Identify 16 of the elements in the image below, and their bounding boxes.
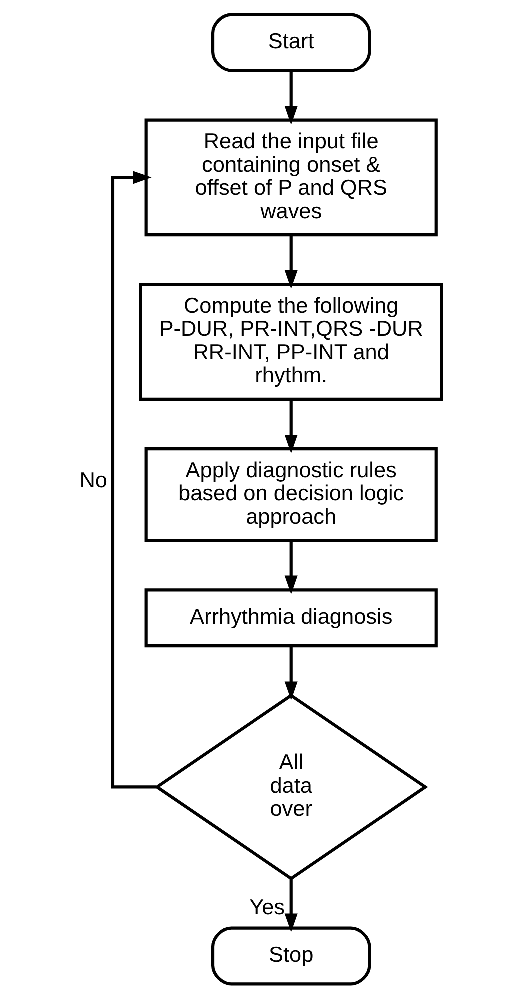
arrow [284,70,298,125]
edge-label: Yes [250,894,286,920]
node-box: Compute the following P-DUR, PR-INT,QRS -DUR RR-INT, PP-INT and rhythm. [139,283,444,401]
edge-label: No [80,467,108,492]
node-box: Read the input file containing onset & offset of P and QRS waves [144,118,438,237]
node-box: Arrhythmia diagnosis [144,588,438,648]
arrow [284,235,298,290]
arrow [284,400,298,454]
node-box: Start [211,13,372,72]
node-box: Apply diagnostic rules based on decision logic approach [144,448,438,542]
arrow [284,540,298,594]
arrow [284,879,298,932]
arrow [284,646,298,700]
node-diamond: All data over [154,694,428,881]
node-box: Stop [211,926,372,986]
arrow [111,171,156,789]
